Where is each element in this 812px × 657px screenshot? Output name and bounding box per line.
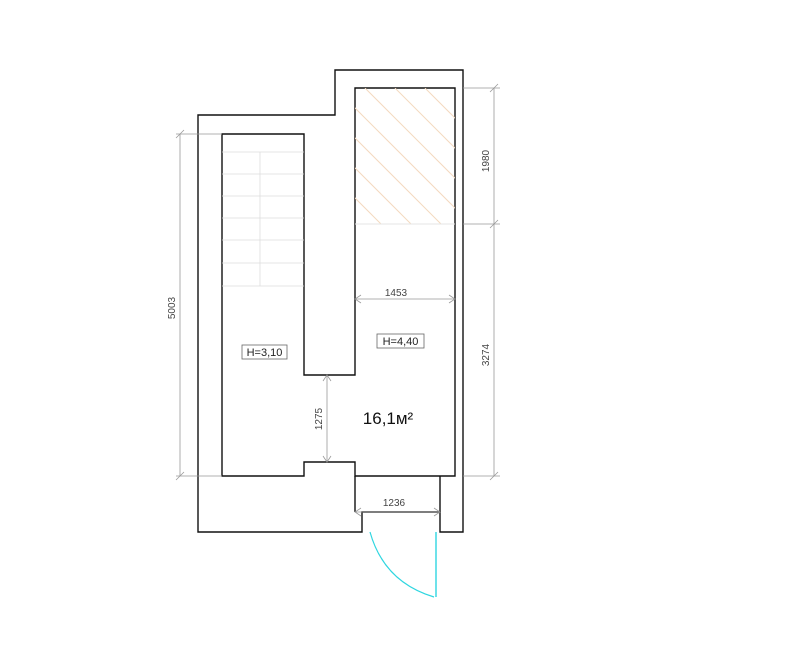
dim-label-left-height: 5003	[167, 296, 178, 319]
dim-label-passage-height: 1275	[314, 407, 325, 430]
dim-label-inner-width: 1453	[385, 288, 408, 299]
ceiling-label-right: H=4,40	[383, 336, 419, 348]
area-label: 16,1м²	[363, 409, 414, 428]
staircase	[222, 151, 304, 287]
outer-wall	[197, 69, 464, 533]
dim-label-top-right: 1980	[481, 149, 492, 172]
dimension-door-width	[354, 507, 441, 517]
door-swing-arc	[369, 531, 435, 598]
ceiling-label-left: H=3,10	[247, 347, 283, 359]
dim-label-door-width: 1236	[383, 498, 406, 509]
ceiling-label-left-box	[241, 344, 288, 360]
dimension-inner-width	[354, 294, 456, 304]
dim-label-right-height: 3274	[481, 343, 492, 366]
ceiling-label-right-box	[376, 333, 425, 349]
hatched-zone	[355, 88, 455, 225]
dimension-right-height	[463, 224, 500, 481]
dimension-left-height	[175, 129, 222, 481]
entrance-door	[369, 531, 437, 598]
dimension-passage-height	[322, 374, 332, 463]
inner-wall	[221, 87, 456, 477]
